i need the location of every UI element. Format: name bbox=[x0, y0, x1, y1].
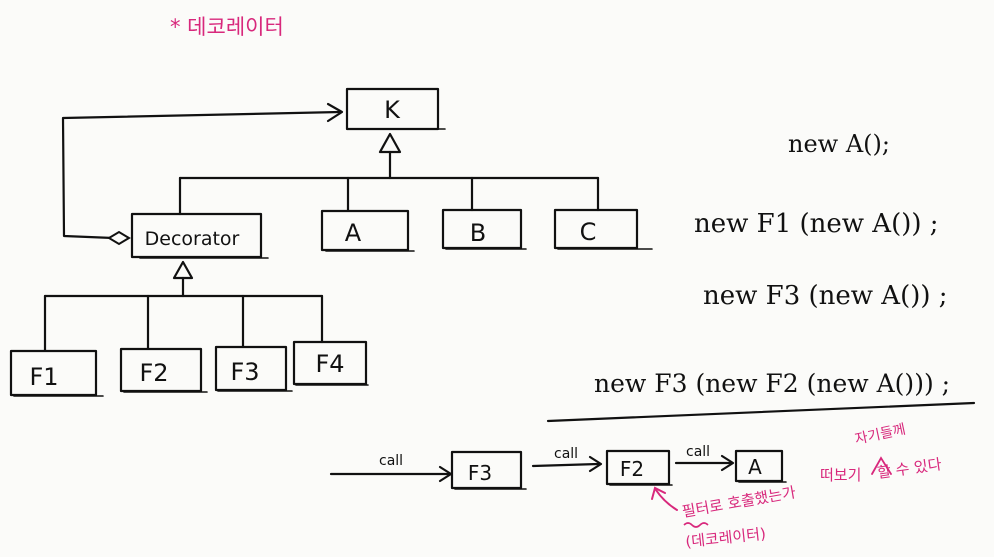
annotation-arrowhead bbox=[651, 486, 666, 500]
annotation-arrow-to-f2 bbox=[655, 489, 678, 511]
node-f1-label: F1 bbox=[29, 363, 58, 391]
code-line-4: new F3 (new F2 (new A())) ; bbox=[594, 369, 950, 398]
node-b-label: B bbox=[470, 219, 486, 247]
annotation-squiggle bbox=[683, 522, 709, 528]
node-decorator: Decorator bbox=[130, 212, 269, 259]
call-box-a-label: A bbox=[748, 455, 762, 479]
call-box-f2-rect bbox=[605, 449, 671, 486]
node-f3-label: F3 bbox=[230, 358, 259, 386]
node-f4-label: F4 bbox=[315, 350, 344, 378]
call-label-3: call bbox=[686, 444, 710, 460]
node-c-box bbox=[553, 208, 639, 250]
code-underline bbox=[546, 401, 976, 423]
code-line-3: new F3 (new A()) ; bbox=[703, 281, 948, 311]
node-c: C bbox=[553, 208, 653, 250]
node-a-label: A bbox=[345, 219, 362, 247]
node-k: K bbox=[345, 87, 446, 131]
call-box-a-rect bbox=[734, 449, 784, 483]
duty-annotation-prefix: 떠보기 bbox=[820, 466, 861, 484]
aggregation-arrowhead bbox=[326, 102, 344, 123]
node-f2: F2 bbox=[119, 347, 208, 393]
decorator-aggregation-line bbox=[61, 110, 342, 240]
call-arrow-2 bbox=[531, 462, 600, 468]
call-box-f2-label: F2 bbox=[620, 457, 644, 481]
duty-annotation-suffix: 할 수 있다 bbox=[876, 455, 943, 482]
decorator-annotation: (데코레이터) bbox=[685, 525, 767, 551]
node-b: B bbox=[441, 208, 527, 250]
node-f1: F1 bbox=[9, 349, 104, 397]
filter-annotation: 필터로 호출했는가 bbox=[681, 483, 798, 521]
diagram-title: * 데코레이터 bbox=[170, 15, 284, 39]
node-a-box bbox=[320, 209, 410, 252]
node-c-label: C bbox=[580, 218, 597, 246]
node-f3-box bbox=[214, 345, 288, 392]
code-line-1: new A(); bbox=[788, 130, 890, 158]
node-f4-box bbox=[292, 340, 368, 386]
node-f1-box bbox=[9, 349, 98, 397]
call-box-f3: F3 bbox=[450, 450, 527, 490]
call-box-f3-rect bbox=[450, 450, 523, 490]
call-arrow-3-head bbox=[720, 454, 735, 472]
node-b-box bbox=[441, 208, 523, 250]
node-decorator-label: Decorator bbox=[145, 228, 240, 250]
call-box-a: A bbox=[734, 449, 787, 483]
call-box-f2: F2 bbox=[605, 449, 673, 486]
call-label-1: call bbox=[379, 453, 403, 469]
call-label-2: call bbox=[554, 446, 578, 462]
aggregation-diamond bbox=[107, 230, 131, 246]
node-f4: F4 bbox=[292, 340, 369, 386]
code-line-2: new F1 (new A()) ; bbox=[694, 209, 939, 239]
k-inheritance-arrowhead bbox=[378, 132, 402, 154]
duty-annotation-inserted: 자기들께 bbox=[854, 422, 908, 448]
node-a: A bbox=[320, 209, 415, 252]
node-k-label: K bbox=[384, 96, 401, 124]
node-f3: F3 bbox=[214, 345, 293, 392]
node-f2-label: F2 bbox=[139, 359, 168, 387]
node-decorator-box bbox=[130, 212, 263, 259]
decorator-inheritance-arrowhead bbox=[172, 260, 194, 280]
call-arrow-2-head bbox=[588, 455, 603, 473]
insertion-caret bbox=[871, 456, 892, 475]
node-f2-box bbox=[119, 347, 203, 393]
call-box-f3-label: F3 bbox=[468, 461, 492, 485]
